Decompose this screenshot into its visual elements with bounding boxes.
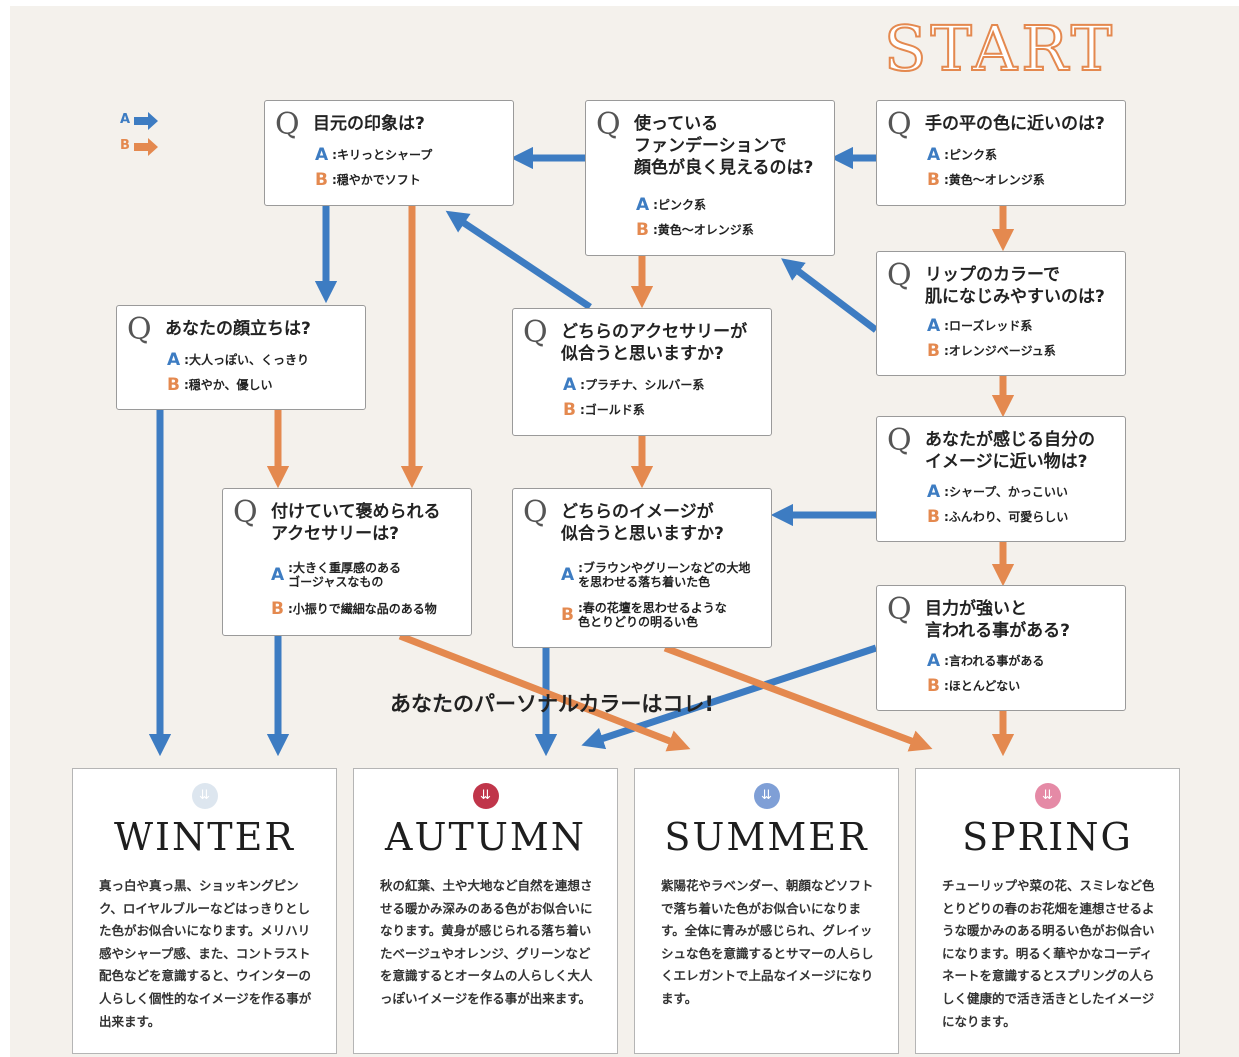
card-description: 秋の紅葉、土や大地など自然を連想させる暖かみ深みのある色がお似合いになります。黄… bbox=[380, 878, 593, 1006]
answer-a: A:シャープ、かっこいい bbox=[927, 481, 1068, 502]
result-card-autumn: ⇊ AUTUMN 秋の紅葉、土や大地など自然を連想させる暖かみ深みのある色がお似… bbox=[353, 768, 618, 1054]
answer-a: A:ピンク系 bbox=[636, 194, 706, 215]
q-icon: Q bbox=[275, 107, 300, 142]
q-icon: Q bbox=[233, 495, 258, 530]
result-heading: あなたのパーソナルカラーはコレ! bbox=[390, 692, 714, 716]
arrow-q5-a bbox=[445, 210, 592, 310]
question-box-image-preference: Q どちらのイメージが 似合うと思いますか? A:ブラウンやグリーンなどの大地 … bbox=[512, 488, 772, 648]
question-box-praised-accessory: Q 付けていて褒められる アクセサリーは? A:大きく重厚感のある ゴージャスな… bbox=[222, 488, 472, 636]
question-text: どちらのイメージが 似合うと思いますか? bbox=[561, 502, 724, 544]
answer-b: B:ゴールド系 bbox=[563, 399, 645, 420]
arrow-right-icon bbox=[134, 138, 158, 156]
question-text: 手の平の色に近いのは? bbox=[925, 114, 1105, 134]
arrow-q9-b bbox=[663, 644, 933, 752]
answer-b: B:ふんわり、可愛らしい bbox=[927, 506, 1069, 527]
arrow-q8-b bbox=[398, 632, 691, 752]
legend-b: B bbox=[120, 138, 158, 156]
result-card-spring: ⇊ SPRING チューリップや菜の花、スミレなど色とりどりの春のお花畑を連想さ… bbox=[915, 768, 1180, 1054]
result-card-summer: ⇊ SUMMER 紫陽花やラベンダー、朝顔などソフトで落ち着いた色がお似合いにな… bbox=[634, 768, 899, 1054]
answer-b: B:穏やかでソフト bbox=[315, 169, 421, 190]
q-icon: Q bbox=[523, 315, 548, 350]
chevron-double-down-icon: ⇊ bbox=[1034, 783, 1061, 809]
card-description: チューリップや菜の花、スミレなど色とりどりの春のお花畑を連想させるような暖かみの… bbox=[942, 878, 1155, 1029]
question-box-lip-color: Q リップのカラーで 肌になじみやすいのは? A:ローズレッド系 B:オレンジベ… bbox=[876, 251, 1126, 376]
q-icon: Q bbox=[887, 423, 912, 458]
answer-b: B:黄色〜オレンジ系 bbox=[636, 219, 754, 240]
card-title: SUMMER bbox=[664, 815, 869, 859]
question-box-palm-color: Q 手の平の色に近いのは? A:ピンク系 B:黄色〜オレンジ系 bbox=[876, 100, 1126, 206]
answer-a: A:言われる事がある bbox=[927, 650, 1045, 671]
q-icon: Q bbox=[887, 107, 912, 142]
question-text: 使っている ファンデーションで 顔色が良く見えるのは? bbox=[634, 114, 814, 178]
arrow-q4-a bbox=[781, 258, 879, 333]
answer-b: B:小振りで繊細な品のある物 bbox=[271, 598, 437, 619]
answer-b: B:オレンジベージュ系 bbox=[927, 340, 1056, 361]
question-text: リップのカラーで 肌になじみやすいのは? bbox=[925, 265, 1105, 307]
answer-a: A:キリっとシャープ bbox=[315, 144, 433, 165]
q-icon: Q bbox=[887, 258, 912, 293]
answer-a: A:プラチナ、シルバー系 bbox=[563, 374, 705, 395]
answer-a: A:大きく重厚感のある ゴージャスなもの bbox=[271, 561, 401, 589]
question-box-foundation: Q 使っている ファンデーションで 顔色が良く見えるのは? A:ピンク系 B:黄… bbox=[585, 100, 835, 256]
question-text: 付けていて褒められる アクセサリーは? bbox=[271, 502, 441, 544]
card-description: 紫陽花やラベンダー、朝顔などソフトで落ち着いた色がお似合いになります。全体に青み… bbox=[661, 878, 874, 1006]
question-box-facial-features: Q あなたの顔立ちは? A:大人っぽい、くっきり B:穏やか、優しい bbox=[116, 305, 366, 410]
q-icon: Q bbox=[523, 495, 548, 530]
answer-b: B:黄色〜オレンジ系 bbox=[927, 169, 1045, 190]
card-description: 真っ白や真っ黒、ショッキングピンク、ロイヤルブルーなどはっきりとした色がお似合い… bbox=[99, 878, 312, 1029]
question-box-self-image: Q あなたが感じる自分の イメージに近い物は? A:シャープ、かっこいい B:ふ… bbox=[876, 416, 1126, 542]
card-title: AUTUMN bbox=[385, 815, 586, 859]
legend-a-label: A bbox=[120, 112, 131, 127]
question-text: 目力が強いと 言われる事がある? bbox=[925, 599, 1071, 641]
answer-b: B:穏やか、優しい bbox=[167, 374, 273, 395]
card-title: WINTER bbox=[113, 815, 295, 859]
question-box-eye-strength: Q 目力が強いと 言われる事がある? A:言われる事がある B:ほとんどない bbox=[876, 585, 1126, 711]
answer-a: A:ピンク系 bbox=[927, 144, 997, 165]
chevron-double-down-icon: ⇊ bbox=[191, 783, 218, 809]
answer-a: A:ブラウンやグリーンなどの大地 を思わせる落ち着いた色 bbox=[561, 561, 751, 589]
q-icon: Q bbox=[127, 312, 152, 347]
answer-a: A:ローズレッド系 bbox=[927, 315, 1033, 336]
question-text: あなたが感じる自分の イメージに近い物は? bbox=[925, 430, 1095, 472]
answer-b: B:ほとんどない bbox=[927, 675, 1021, 696]
q-icon: Q bbox=[887, 592, 912, 627]
arrow-right-icon bbox=[134, 112, 158, 130]
legend-a: A bbox=[120, 112, 158, 130]
question-text: 目元の印象は? bbox=[313, 114, 425, 134]
question-box-eye-impression: Q 目元の印象は? A:キリっとシャープ B:穏やかでソフト bbox=[264, 100, 514, 206]
chevron-double-down-icon: ⇊ bbox=[472, 783, 499, 809]
question-text: どちらのアクセサリーが 似合うと思いますか? bbox=[561, 322, 748, 364]
chevron-double-down-icon: ⇊ bbox=[753, 783, 780, 809]
legend-b-label: B bbox=[120, 138, 130, 153]
answer-b: B:春の花壇を思わせるような 色とりどりの明るい色 bbox=[561, 601, 727, 629]
answer-a: A:大人っぽい、くっきり bbox=[167, 349, 309, 370]
card-title: SPRING bbox=[962, 815, 1133, 859]
start-title: START bbox=[883, 12, 1117, 85]
question-box-accessory: Q どちらのアクセサリーが 似合うと思いますか? A:プラチナ、シルバー系 B:… bbox=[512, 308, 772, 436]
q-icon: Q bbox=[596, 107, 621, 142]
question-text: あなたの顔立ちは? bbox=[165, 319, 311, 339]
result-card-winter: ⇊ WINTER 真っ白や真っ黒、ショッキングピンク、ロイヤルブルーなどはっきり… bbox=[72, 768, 337, 1054]
